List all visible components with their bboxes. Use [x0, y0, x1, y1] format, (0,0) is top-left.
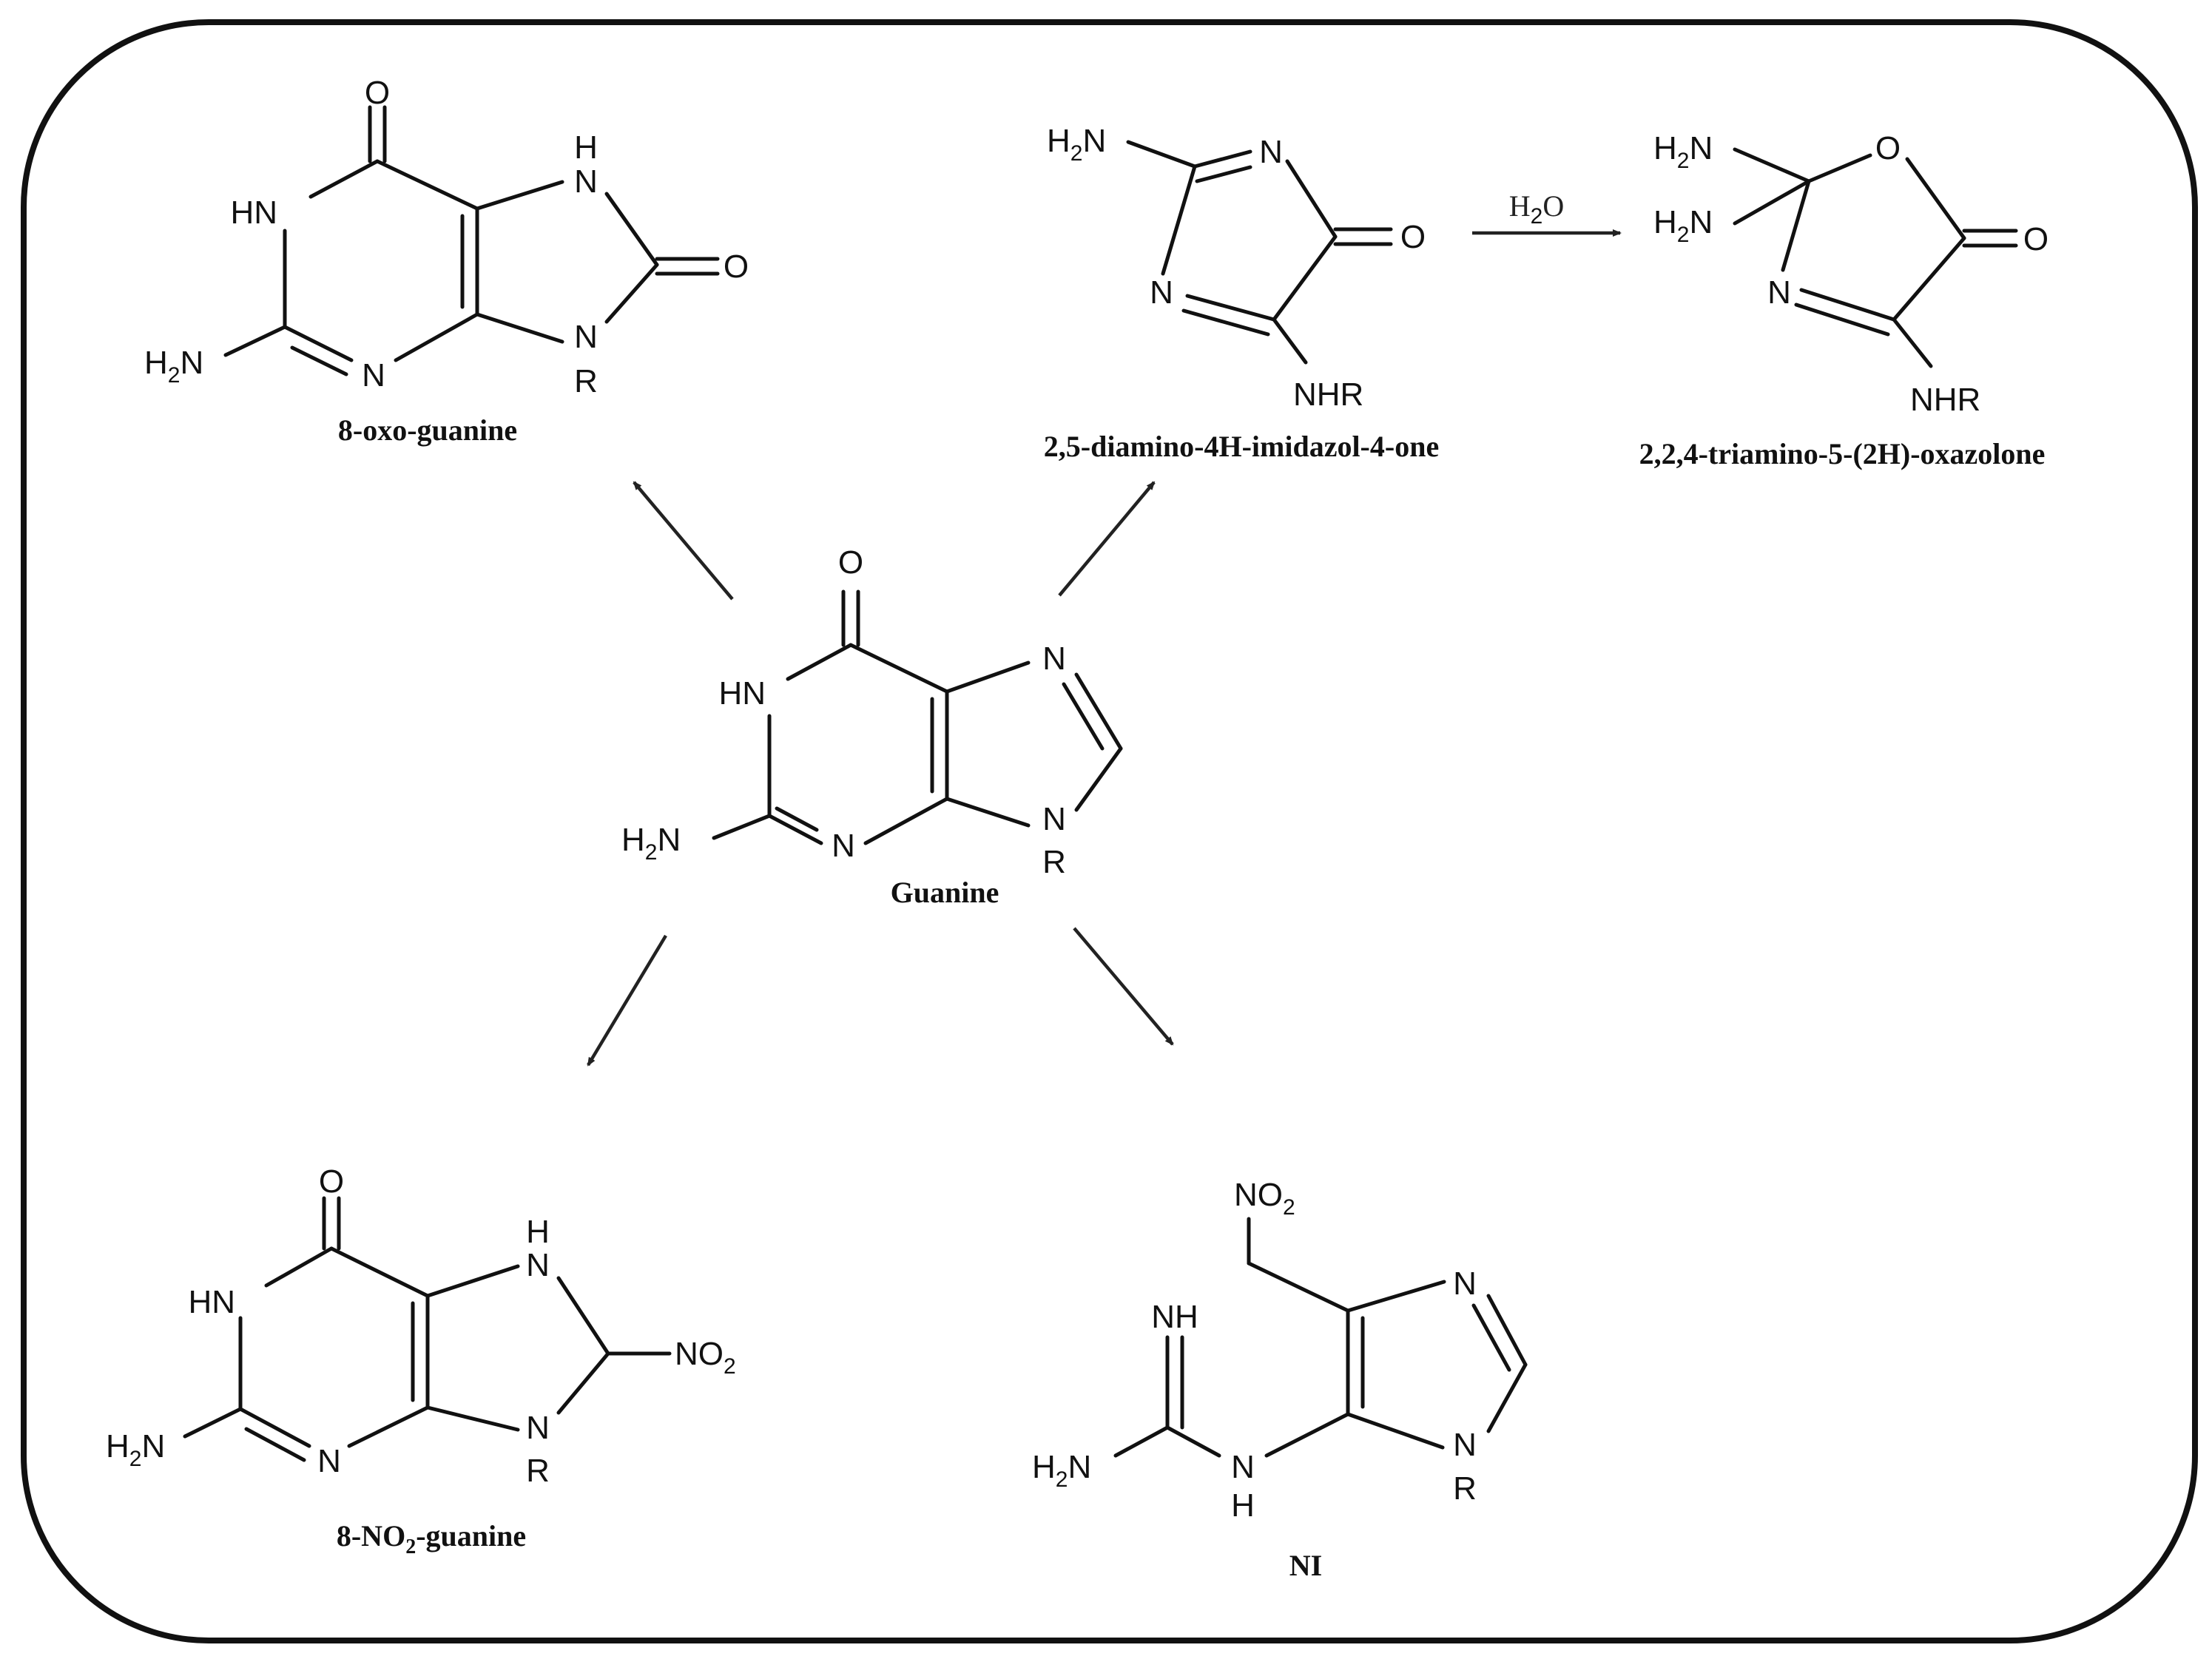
guanine-h2n-atom: H2N: [621, 822, 681, 865]
oxo-o8-atom: O: [724, 249, 749, 285]
guanine-o-atom: O: [838, 544, 863, 581]
arrow-to-nitro-guanine: [587, 934, 667, 1067]
h2o-reagent-label: H2O: [1509, 189, 1564, 229]
nitro-n3-atom: N: [317, 1443, 341, 1479]
oxazolone-structure: [1733, 147, 2018, 368]
imidazolone-label: 2,5-diamino-4H-imidazol-4-one: [1044, 430, 1439, 463]
imid-nhr-atom: NHR: [1293, 376, 1363, 413]
ni-n1-atom: N: [1453, 1427, 1477, 1463]
guanine-r-atom: R: [1042, 844, 1066, 880]
guanine-hn-atom: HN: [718, 675, 766, 712]
oxaz-h2n-bottom-atom: H2N: [1653, 204, 1713, 247]
imid-o-atom: O: [1400, 219, 1426, 255]
nitro-r-atom: R: [526, 1453, 550, 1489]
nitro-no2-atom: NO2: [675, 1336, 736, 1379]
nitro-n7-atom: N: [526, 1247, 550, 1283]
ni-label: NI: [1289, 1549, 1322, 1582]
guanine-label: Guanine: [891, 876, 999, 909]
oxazolone-label: 2,2,4-triamino-5-(2H)-oxazolone: [1639, 437, 2046, 470]
oxo-n7-atom: N: [574, 163, 598, 200]
oxaz-h2n-top-atom: H2N: [1653, 130, 1713, 173]
oxo-guanine-label: 8-oxo-guanine: [338, 413, 517, 447]
ni-h2n-atom: H2N: [1032, 1449, 1091, 1492]
oxo-o6-atom: O: [365, 75, 390, 111]
guanine-n3-atom: N: [832, 828, 855, 864]
oxo-n9-atom: N: [574, 319, 598, 355]
frame-border: [21, 19, 2198, 1643]
oxaz-nhr-atom: NHR: [1910, 382, 1980, 418]
nitro-h7-atom: H: [526, 1214, 550, 1250]
oxo-hn-atom: HN: [230, 195, 277, 231]
oxo-h7-atom: H: [574, 129, 598, 166]
oxaz-n3-atom: N: [1767, 274, 1791, 311]
nitro-guanine-structure: [183, 1196, 672, 1462]
nitro-n9-atom: N: [526, 1410, 550, 1446]
arrow-to-oxo-guanine: [633, 481, 734, 601]
oxo-guanine-structure: [223, 105, 720, 376]
oxo-n3-atom: N: [362, 357, 385, 393]
ni-structure: [1113, 1217, 1528, 1458]
ni-no2-atom: NO2: [1234, 1177, 1295, 1220]
oxaz-o-carbonyl-atom: O: [2023, 221, 2049, 257]
ni-amine-n-atom: N: [1231, 1449, 1255, 1485]
oxaz-o1-atom: O: [1875, 130, 1901, 166]
imid-n3-atom: N: [1259, 134, 1283, 170]
ni-n3-atom: N: [1453, 1266, 1477, 1302]
oxo-r-atom: R: [574, 363, 598, 399]
guanine-structure: [712, 589, 1123, 845]
ni-nh-atom: NH: [1151, 1299, 1198, 1335]
nitro-h2n-atom: H2N: [106, 1428, 165, 1471]
arrow-to-ni: [1073, 927, 1174, 1046]
guanine-n7-atom: N: [1042, 641, 1066, 677]
imidazolone-structure: [1126, 140, 1393, 365]
nitro-guanine-label: 8-NO2-guanine: [337, 1519, 526, 1558]
ni-r-atom: R: [1453, 1470, 1477, 1507]
ni-amine-h-atom: H: [1231, 1487, 1255, 1524]
imid-n1-atom: N: [1150, 274, 1173, 311]
nitro-o6-atom: O: [319, 1163, 344, 1200]
guanine-n9-atom: N: [1042, 801, 1066, 837]
arrow-to-imidazolone: [1058, 481, 1156, 597]
imid-h2n-atom: H2N: [1047, 123, 1106, 166]
oxo-h2n-atom: H2N: [144, 345, 203, 388]
nitro-hn-atom: HN: [188, 1284, 235, 1320]
